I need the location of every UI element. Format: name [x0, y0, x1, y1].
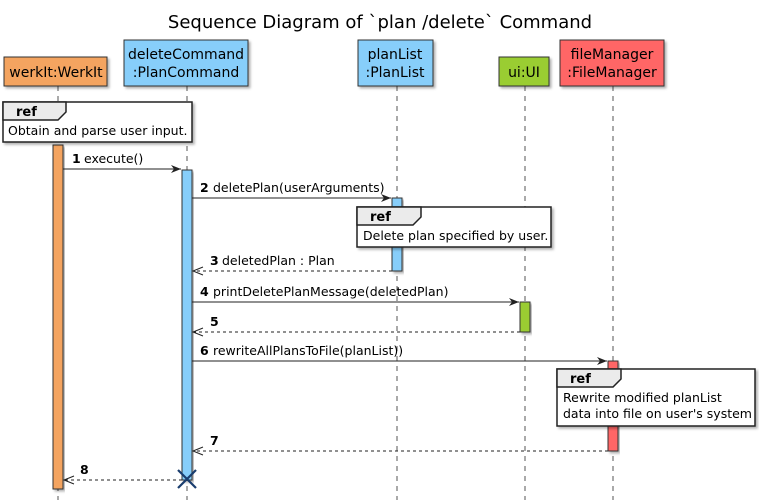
ref-text: Delete plan specified by user. — [363, 228, 548, 243]
participant-plan-list-name: planList — [368, 47, 423, 63]
message-label: deletedPlan : Plan — [222, 253, 335, 268]
participant-werkit-name: werkIt:WerkIt — [9, 65, 103, 81]
participant-delete-command-name: deleteCommand — [128, 47, 244, 63]
message-label: rewriteAllPlansToFile(planList)) — [213, 343, 403, 358]
message-label: deletePlan(userArguments) — [213, 180, 385, 195]
diagram-title: Sequence Diagram of `plan /delete` Comma… — [168, 12, 592, 33]
message-5: 5 — [191, 314, 520, 337]
message-1: 1 execute() — [63, 151, 181, 173]
message-4: 4 printDeletePlanMessage(deletedPlan) — [192, 284, 519, 306]
participant-file-manager-class: :FileManager — [567, 65, 657, 81]
ref-label: ref — [570, 372, 591, 387]
message-8: 8 — [62, 462, 182, 485]
message-number: 2 — [200, 180, 209, 195]
participant-file-manager-name: fileManager — [571, 47, 654, 63]
participant-file-manager: fileManager :FileManager — [559, 39, 665, 87]
participant-werkit: werkIt:WerkIt — [3, 56, 108, 87]
participant-ui-name: ui:UI — [508, 65, 540, 81]
message-number: 7 — [210, 433, 219, 448]
ref-text-line-1: Rewrite modified planList — [563, 390, 722, 405]
ref-frame-obtain-input: ref Obtain and parse user input. — [2, 101, 193, 143]
ref-text-line-2: data into file on user's system — [563, 406, 752, 421]
message-3: 3 deletedPlan : Plan — [191, 253, 392, 276]
participant-delete-command-class: :PlanCommand — [133, 65, 239, 81]
destroy-marker — [177, 469, 197, 489]
activation-delete-command — [181, 169, 193, 481]
activations — [52, 144, 619, 490]
activation-werkit — [52, 144, 64, 490]
message-number: 6 — [200, 343, 209, 358]
message-6: 6 rewriteAllPlansToFile(planList)) — [192, 343, 607, 365]
ref-label: ref — [16, 105, 37, 120]
ref-frame-delete-plan: ref Delete plan specified by user. — [356, 206, 552, 248]
message-number: 5 — [210, 314, 219, 329]
ref-text: Obtain and parse user input. — [8, 123, 187, 138]
activation-ui — [519, 301, 531, 333]
ref-label: ref — [370, 210, 391, 225]
message-number: 3 — [210, 253, 219, 268]
message-2: 2 deletePlan(userArguments) — [192, 180, 391, 202]
participant-plan-list-class: :PlanList — [366, 65, 425, 81]
ref-frame-rewrite-file: ref Rewrite modified planList data into … — [556, 368, 756, 427]
message-label: printDeletePlanMessage(deletedPlan) — [213, 284, 448, 299]
message-number: 1 — [72, 151, 81, 166]
participant-delete-command: deleteCommand :PlanCommand — [123, 39, 249, 87]
message-number: 4 — [200, 284, 209, 299]
message-7: 7 — [191, 433, 608, 456]
message-number: 8 — [80, 462, 89, 477]
message-label: execute() — [84, 151, 143, 166]
participant-ui: ui:UI — [498, 56, 550, 87]
participant-plan-list: planList :PlanList — [357, 39, 434, 87]
